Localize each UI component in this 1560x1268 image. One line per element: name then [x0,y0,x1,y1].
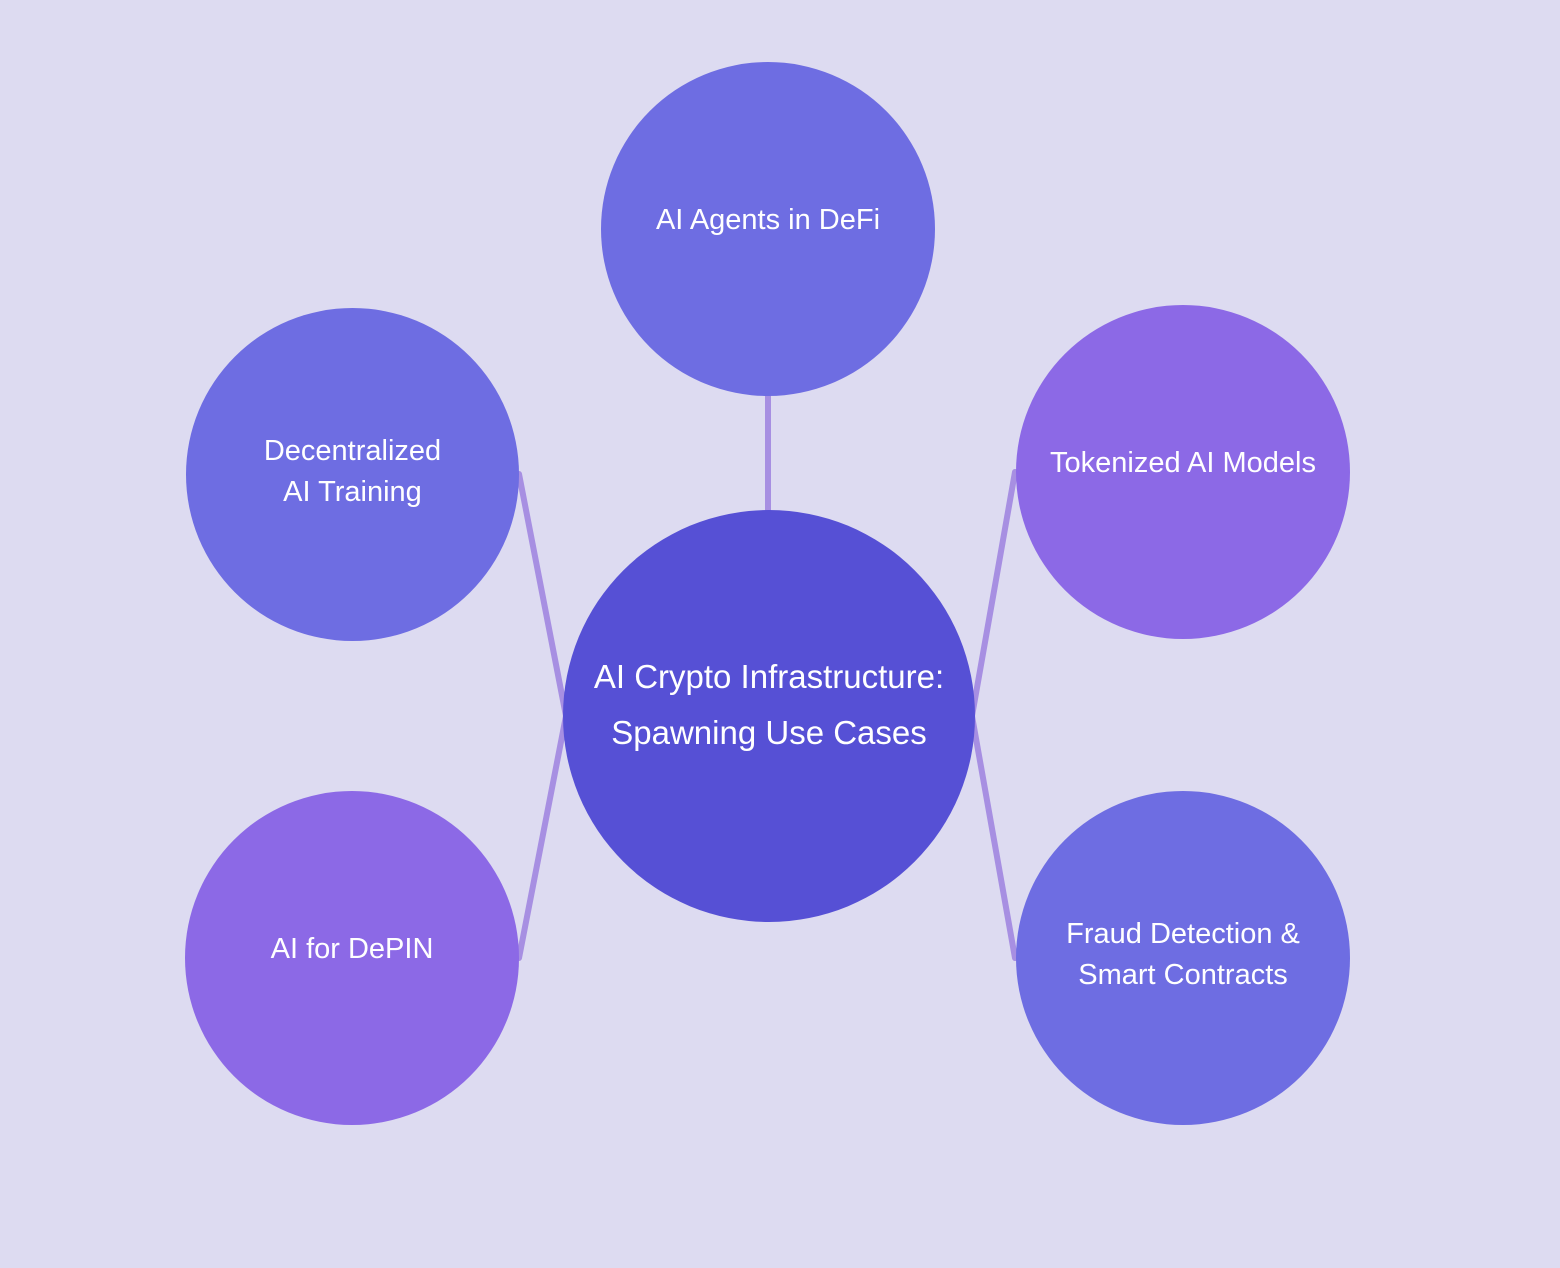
connector-center-to-upper-left [516,471,569,719]
connector-center-to-lower-left [516,713,569,961]
node-ai-agents-in-defi: AI Agents in DeFi [601,62,935,396]
node-label: Decentralized AI Training [263,434,442,508]
connector-center-to-lower-right [969,713,1018,961]
connector-center-to-upper-right [969,469,1018,719]
node-label: AI for DePIN [270,932,434,965]
node-center: AI Crypto Infrastructure: Spawning Use C… [563,510,975,922]
node-label: Fraud Detection & Smart Contracts [1066,918,1300,991]
node-ai-for-depin: AI for DePIN [185,791,519,1125]
node-label: AI Crypto Infrastructure: Spawning Use C… [593,658,945,751]
node-fraud-detection-smart-contracts: Fraud Detection & Smart Contracts [1016,791,1350,1125]
node-decentralized-ai-training: Decentralized AI Training [186,308,519,641]
node-label: Tokenized AI Models [1050,446,1316,479]
node-tokenized-ai-models: Tokenized AI Models [1016,305,1350,639]
node-label: AI Agents in DeFi [655,203,881,236]
